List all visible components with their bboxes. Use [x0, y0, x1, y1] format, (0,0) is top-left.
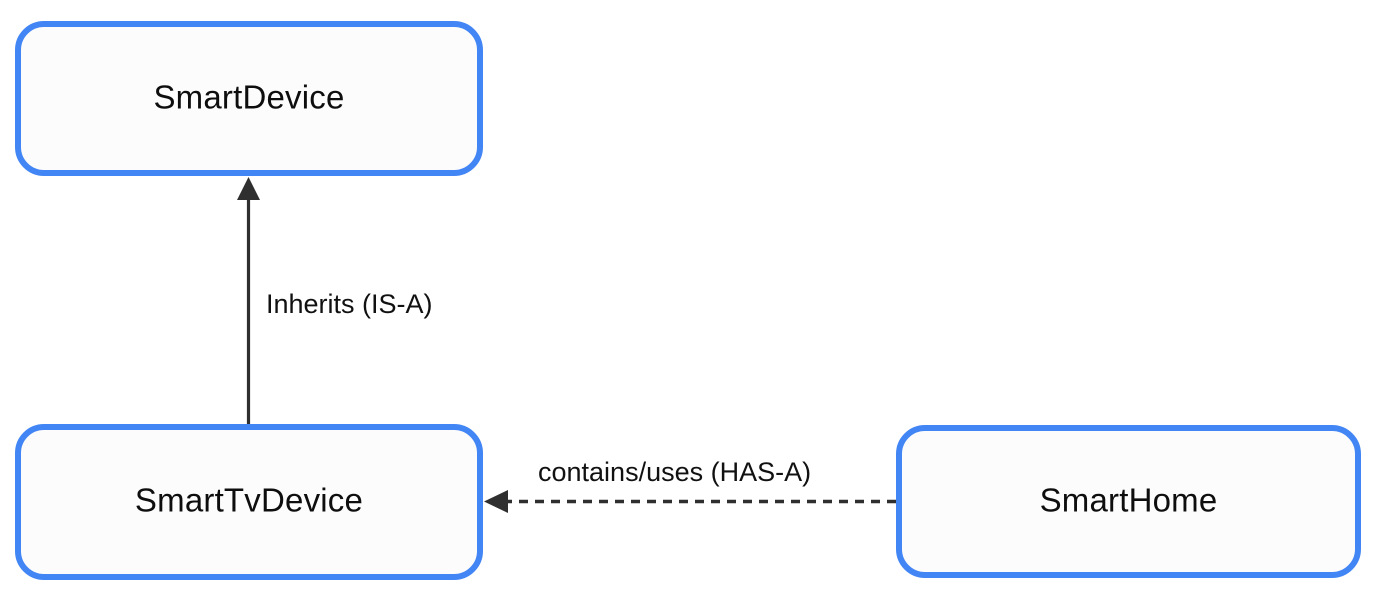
edge-inherits-label: Inherits (IS-A)	[266, 289, 433, 319]
edge-inherits-arrowhead-icon	[237, 177, 260, 200]
edge-inherits[interactable]: Inherits (IS-A)	[237, 177, 433, 424]
node-smart-home[interactable]: SmartHome	[896, 425, 1361, 578]
node-smart-tv-device-box	[15, 424, 483, 580]
node-smart-home-box	[896, 425, 1361, 578]
node-smart-home-label: SmartHome	[1040, 482, 1218, 519]
edge-contains-uses[interactable]: contains/uses (HAS-A)	[484, 457, 896, 513]
node-smart-device-box	[15, 21, 483, 176]
node-smart-tv-device-label: SmartTvDevice	[135, 482, 363, 519]
node-smart-tv-device[interactable]: SmartTvDevice	[15, 424, 483, 580]
node-smart-device-label: SmartDevice	[153, 79, 344, 116]
edge-contains-uses-label: contains/uses (HAS-A)	[538, 457, 811, 487]
node-smart-device[interactable]: SmartDevice	[15, 21, 483, 176]
edge-contains-uses-arrowhead-icon	[484, 490, 508, 513]
